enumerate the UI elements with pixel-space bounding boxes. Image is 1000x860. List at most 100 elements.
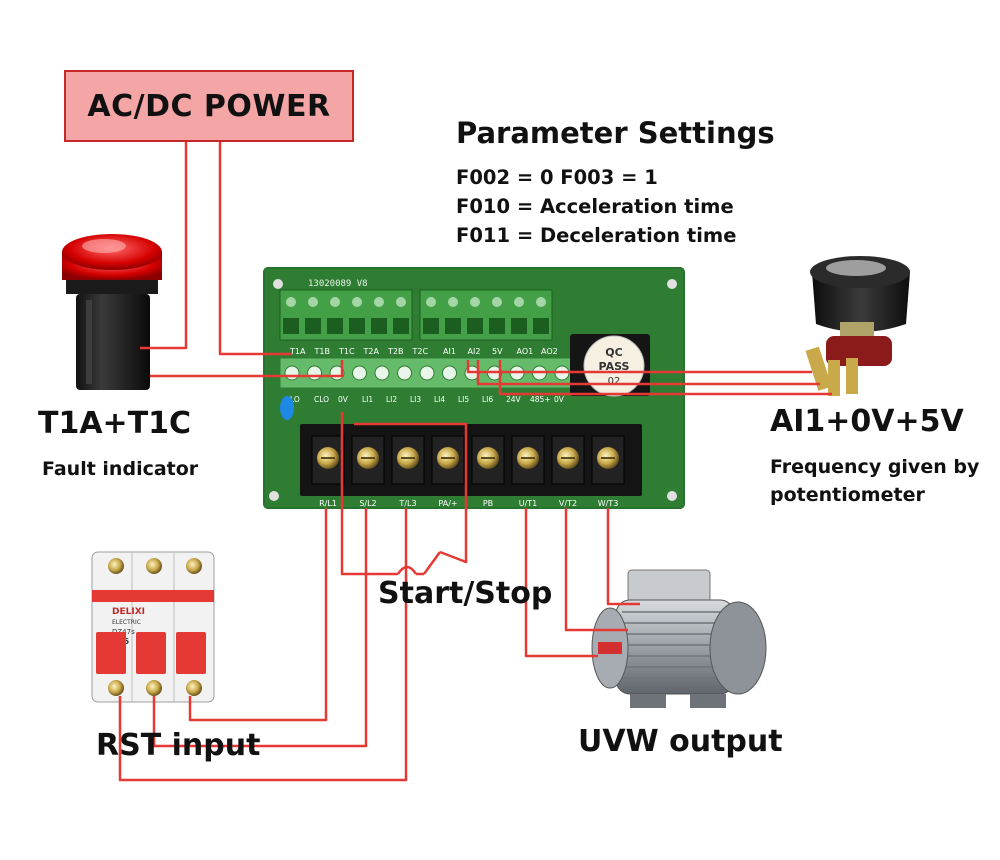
upper-terminal-label: AI1 [443,347,456,356]
terminal-screw [396,297,406,307]
lower-terminal-label: LI3 [410,395,421,404]
terminal-screw [330,297,340,307]
upper-terminal-label: T1B [314,347,330,356]
uvw-output-label: UVW output [578,724,783,759]
pot-title: AI1+0V+5V [770,404,964,439]
terminal-slot [327,318,343,334]
terminal-slot [423,318,439,334]
lower-terminal-label: 0V [554,395,565,404]
qc-text-3: 02 [608,376,621,387]
terminal-screw [448,297,458,307]
power-terminal-label: W/T3 [598,499,619,508]
strip-screw [307,365,322,381]
power-terminals [311,435,625,485]
lower-terminal-label: LI1 [362,395,373,404]
lower-terminal-label: CLO [314,395,329,404]
lower-terminal-label: 0V [338,395,349,404]
terminal-slot [371,318,387,334]
green-terminal-group [279,289,413,341]
parameter-line-2: F010 = Acceleration time [456,195,734,218]
upper-terminal-block [279,289,553,341]
wiring [118,142,832,782]
terminal-screw [470,297,480,307]
rst-input-label: RST input [96,728,261,763]
upper-terminal-label: T1C [338,347,355,356]
terminal-slot [445,318,461,334]
terminal-slot [393,318,409,334]
strip-screw [352,365,367,381]
power-terminal-label: PB [483,499,493,508]
circuit-breaker: DELIXI ELECTRIC DZ47s C16 [91,551,215,703]
parameter-line-1: F002 = 0 F003 = 1 [456,166,658,189]
lower-terminal-label: LI4 [434,395,445,404]
breaker-brand: DELIXI [112,607,145,617]
power-label: AC/DC POWER [87,88,331,124]
upper-terminal-label: T1A [289,347,306,356]
power-terminal-label: S/L2 [359,499,376,508]
terminal-screw [374,297,384,307]
lower-terminal-label: LI2 [386,395,397,404]
start-stop-label: Start/Stop [378,576,553,611]
power-terminal-labels: R/L1 S/L2 T/L3 PA/+ PB U/T1 V/T2 W/T3 [319,499,618,508]
upper-terminal-label: T2A [363,347,380,356]
strip-screw [374,365,390,381]
lower-terminal-label: LI5 [458,395,469,404]
upper-terminal-label: AO1 [517,347,534,356]
terminal-screw [426,297,436,307]
terminal-slot [467,318,483,334]
parameter-settings-title: Parameter Settings [456,116,775,150]
power-terminal-block [300,424,642,496]
terminal-slot [533,318,549,334]
start-stop-switch [396,551,442,575]
pot-caption-1: Frequency given by [770,456,980,478]
terminal-screw [352,297,362,307]
parameter-line-3: F011 = Deceleration time [456,224,737,247]
lower-terminal-label: 24V [506,395,522,404]
potentiometer [805,256,910,396]
terminal-slot [511,318,527,334]
power-terminal-label: R/L1 [319,499,337,508]
breaker-sub: ELECTRIC [112,619,141,626]
power-terminal-label: T/L3 [398,499,416,508]
upper-terminal-label: 5V [492,347,503,356]
pcb-serial: 13020089 V8 [308,279,368,289]
terminal-slot [489,318,505,334]
terminal-screw [492,297,502,307]
upper-terminal-label: AO2 [541,347,558,356]
power-terminal-label: U/T1 [519,499,538,508]
qc-text-2: PASS [599,360,630,373]
terminal-screw [514,297,524,307]
terminal-slot [349,318,365,334]
qc-sticker [583,335,645,397]
qc-text-1: QC [605,346,622,359]
fault-indicator-lamp [62,234,162,390]
terminal-slot [283,318,299,334]
strip-screw [419,365,435,381]
strip-screw [442,365,457,381]
terminal-screw [536,297,546,307]
terminal-slot [305,318,321,334]
terminal-screw [286,297,296,307]
upper-terminal-label: T2C [412,347,429,356]
lower-terminal-label: LO [290,395,300,404]
three-phase-motor [591,569,767,708]
lower-terminal-label: 485+ [530,395,551,404]
terminal-screw [308,297,318,307]
pot-caption-2: potentiometer [770,484,925,506]
strip-screw [284,365,300,381]
upper-terminal-label: AI2 [468,347,481,356]
ac-dc-power-box: AC/DC POWER [64,70,354,142]
capacitor [280,396,294,420]
inverter-pcb: 13020089 V8 T1A T1B T1C T2A T2B T2C AI1 AI2 5V AO… [263,267,685,509]
upper-terminal-labels: T1A T1B T1C T2A T2B T2C AI1 AI2 5V AO1 AO2 [289,347,558,356]
green-terminal-group [419,289,553,341]
upper-terminal-label: T2B [387,347,403,356]
power-terminal-label: PA/+ [438,499,457,508]
strip-screw [397,365,412,381]
fault-title: T1A+T1C [38,406,192,441]
lower-terminal-label: LI6 [482,395,493,404]
power-terminal-label: V/T2 [559,499,577,508]
